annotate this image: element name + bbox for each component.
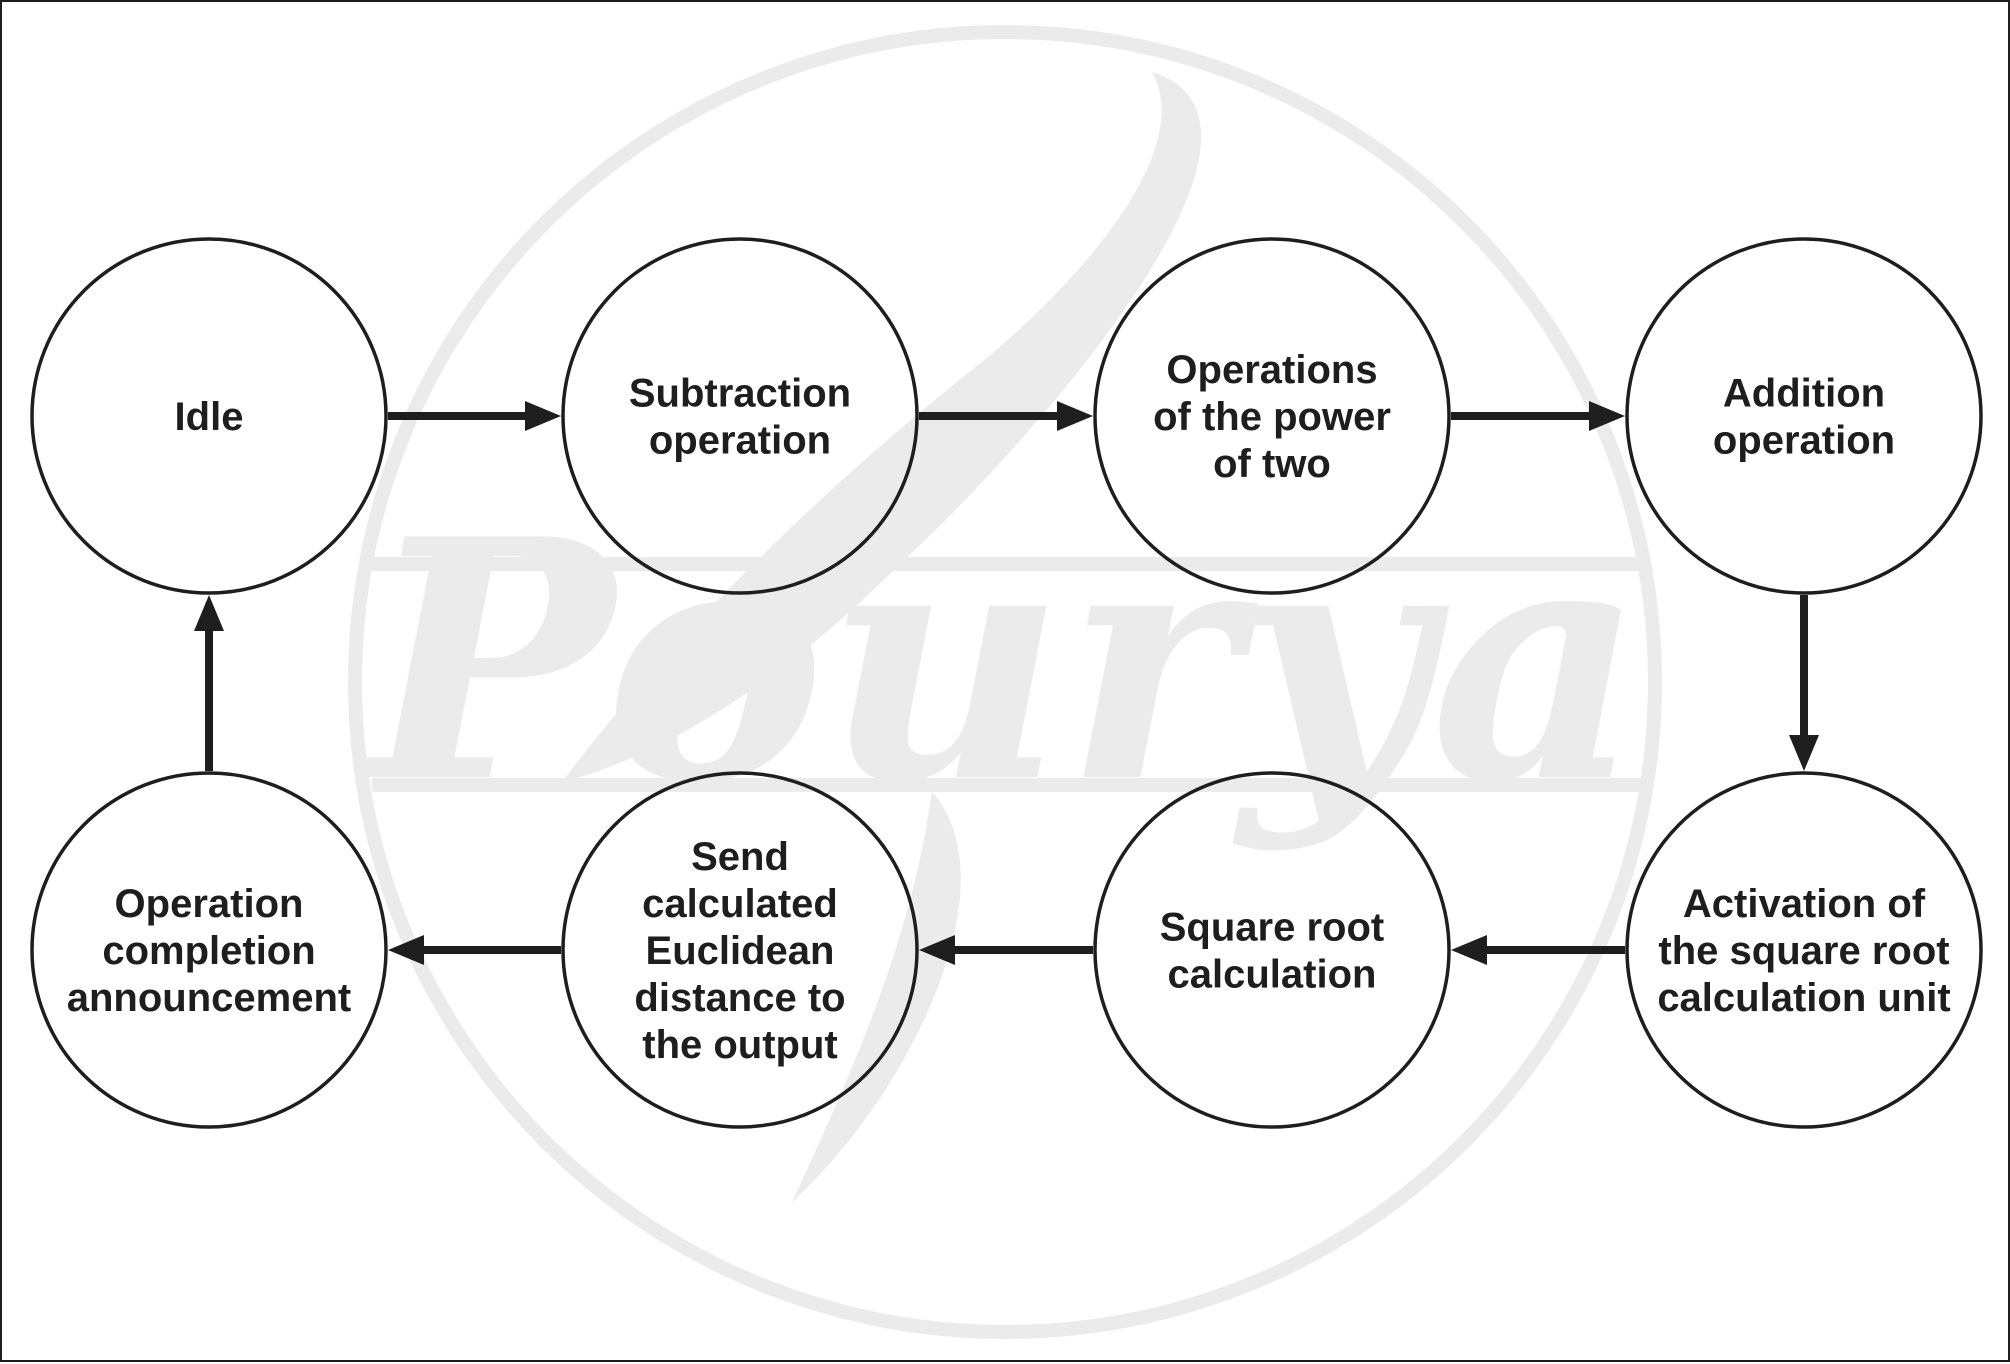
state-circle	[1093, 237, 1451, 595]
watermark-swash-upper	[562, 72, 1202, 782]
state-circle	[1093, 771, 1451, 1129]
state-circle	[561, 771, 919, 1129]
transition-arrow-power-of-two-to-addition	[1451, 401, 1625, 431]
state-label-line: Idle	[175, 395, 244, 439]
state-label-line: Operation	[115, 882, 304, 926]
state-label-line: operation	[1713, 419, 1895, 463]
arrow-head	[919, 935, 955, 965]
arrow-head	[1057, 401, 1093, 431]
watermark-ring	[348, 25, 1662, 1339]
state-label-line: of the power	[1153, 395, 1391, 439]
state-label-line: Subtraction	[629, 372, 851, 416]
state-label-line: of two	[1213, 442, 1331, 486]
arrow-head	[388, 935, 424, 965]
watermark-logo: Pourya	[348, 25, 1662, 1339]
transition-arrow-completion-to-idle	[194, 595, 224, 771]
arrow-head	[1789, 735, 1819, 771]
state-label-line: announcement	[67, 976, 351, 1020]
state-label-line: Square root	[1160, 906, 1384, 950]
transition-arrow-sqrt-activation-to-sqrt-calculation	[1451, 935, 1625, 965]
state-label-line: Euclidean	[646, 929, 835, 973]
state-circle	[1625, 771, 1983, 1129]
state-label-line: the square root	[1658, 929, 1949, 973]
watermark-swash-lower	[792, 792, 961, 1202]
arrow-head	[1451, 935, 1487, 965]
arrow-head	[194, 595, 224, 631]
state-label-line: Send	[691, 835, 789, 879]
edges	[194, 401, 1819, 965]
state-label-line: calculation unit	[1657, 976, 1950, 1020]
state-label-line: Addition	[1723, 372, 1885, 416]
state-circle	[30, 771, 388, 1129]
state-label-line: Activation of	[1683, 882, 1926, 926]
transition-arrow-sqrt-calculation-to-send-output	[919, 935, 1093, 965]
transition-arrow-send-output-to-completion	[388, 935, 561, 965]
state-label-line: completion	[102, 929, 315, 973]
state-label-line: calculated	[642, 882, 838, 926]
state-circle	[30, 237, 388, 595]
state-node-idle: Idle	[30, 237, 388, 595]
state-label-line: operation	[649, 419, 831, 463]
state-label-line: calculation	[1168, 953, 1377, 997]
arrow-head	[1589, 401, 1625, 431]
arrow-head	[525, 401, 561, 431]
transition-arrow-addition-to-sqrt-activation	[1789, 595, 1819, 771]
state-label-line: the output	[642, 1023, 838, 1067]
transition-arrow-idle-to-subtraction	[388, 401, 561, 431]
state-label-line: Operations	[1166, 348, 1377, 392]
transition-arrow-subtraction-to-power-of-two	[919, 401, 1093, 431]
state-circle	[1625, 237, 1983, 595]
state-circle	[561, 237, 919, 595]
state-label-line: distance to	[634, 976, 845, 1020]
watermark-text: Pourya	[355, 467, 1644, 855]
